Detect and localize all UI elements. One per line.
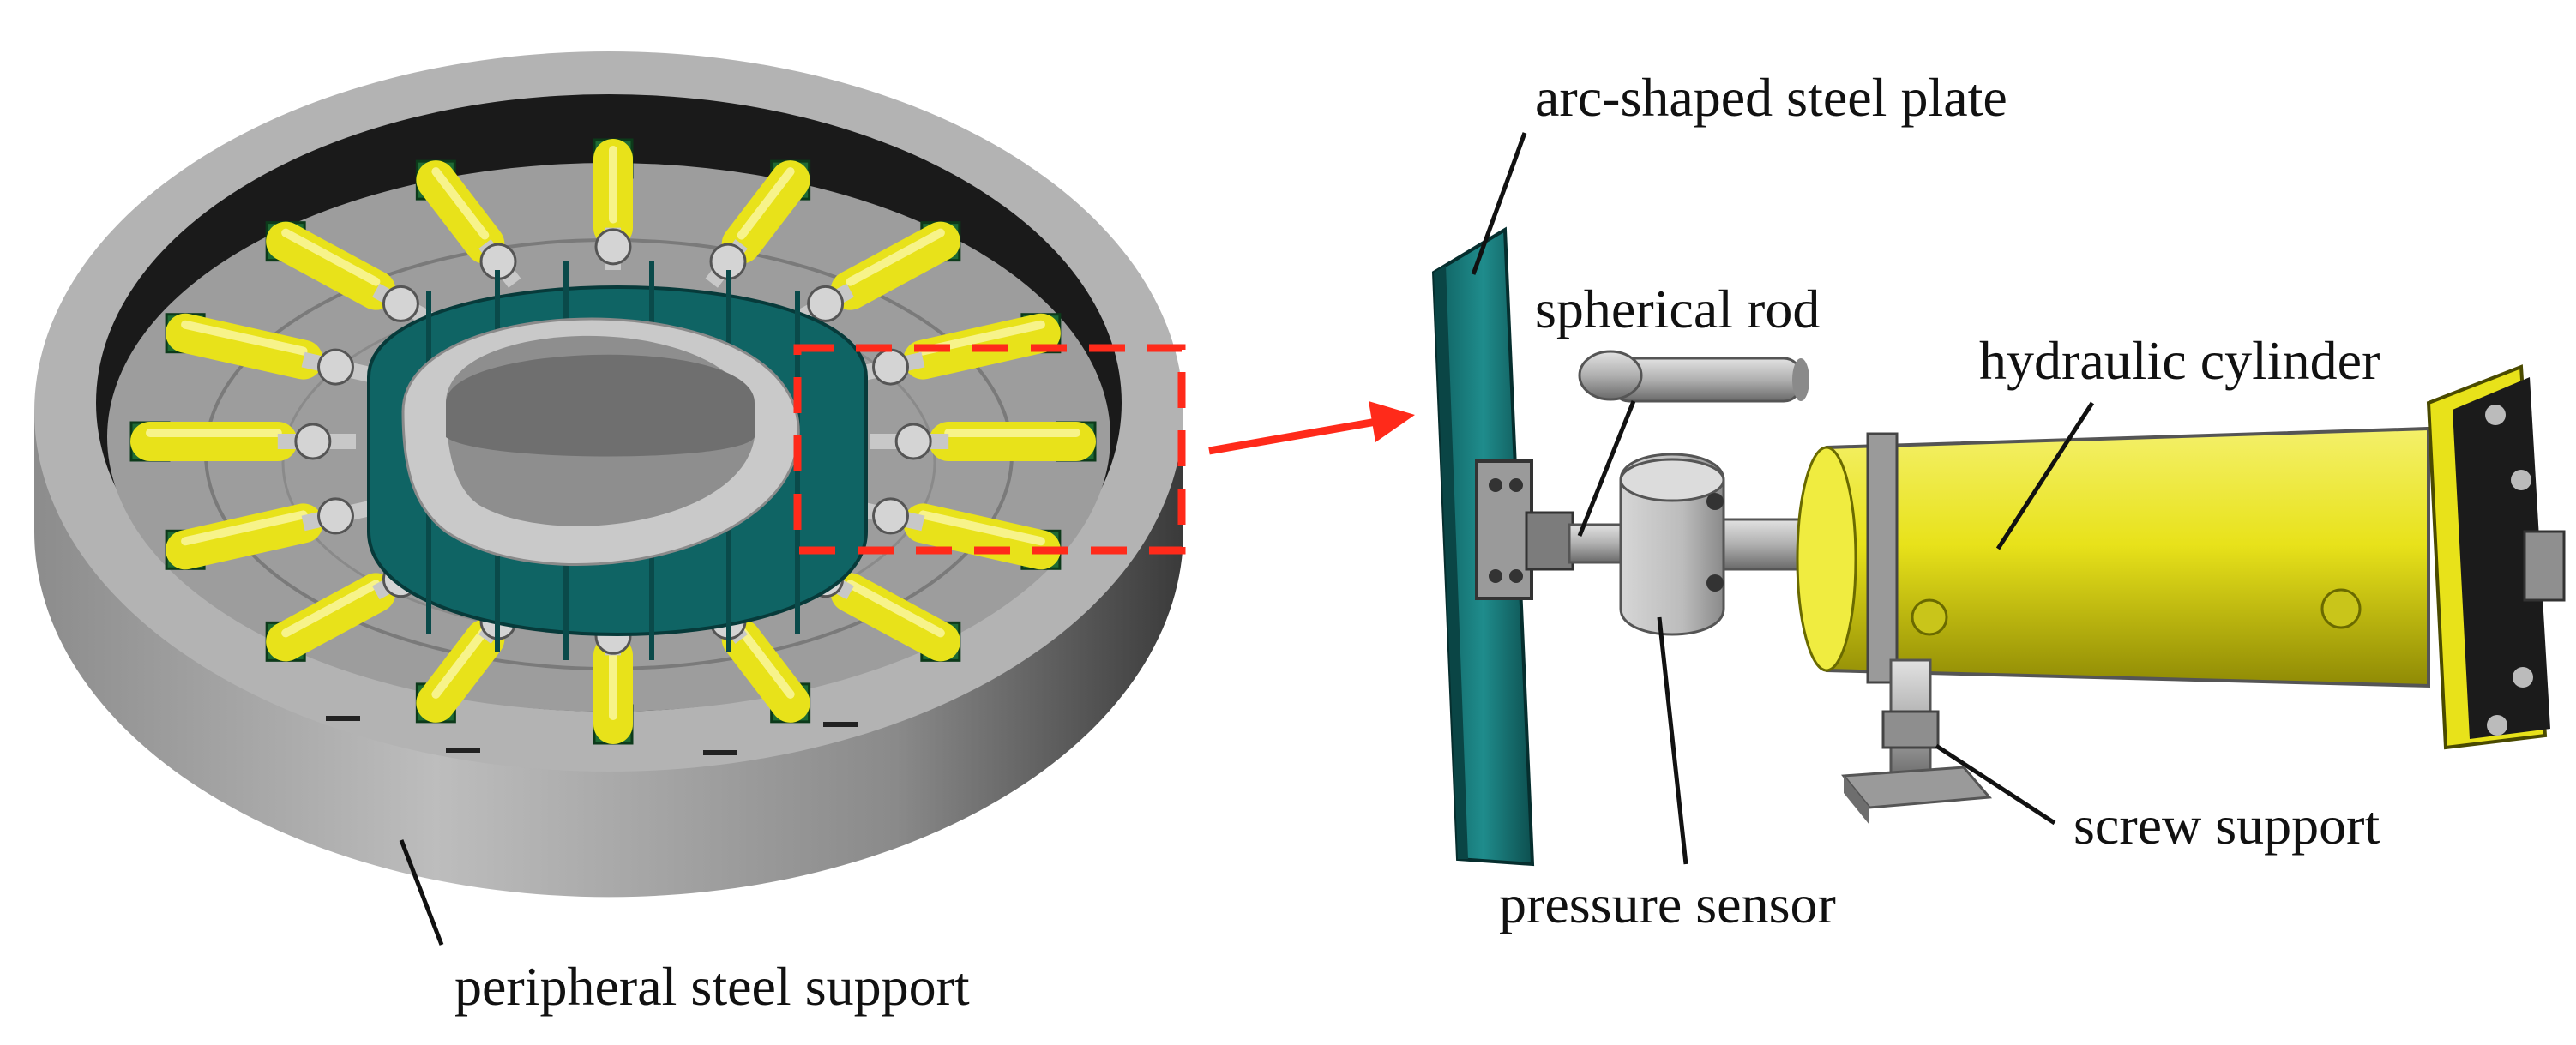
- label-pressure-sensor: pressure sensor: [1499, 874, 1836, 934]
- actuator-highlight: [431, 167, 490, 240]
- label-peripheral-support: peripheral steel support: [454, 956, 970, 1017]
- cylinder-end-flange: [2426, 364, 2566, 750]
- radial-actuator: [593, 138, 634, 270]
- highlight-box: [793, 344, 1186, 555]
- plate-flange: [1475, 459, 1533, 600]
- leader-screw-support: [1935, 743, 2056, 826]
- actuator-cylinder: [166, 503, 323, 570]
- leader-pressure-sensor: [1657, 616, 1688, 865]
- hydraulic-cylinder: [1796, 426, 2430, 688]
- label-screw-support: screw support: [2073, 795, 2380, 856]
- actuator-sensor: [382, 285, 419, 322]
- leader-hydraulic-cylinder: [1995, 401, 2095, 550]
- detail-highlight: [793, 344, 1415, 555]
- actuator-cylinder: [830, 573, 960, 662]
- actuator-sensor: [294, 423, 332, 460]
- screw-support: [1841, 658, 1993, 825]
- actuator-sensor: [316, 497, 354, 535]
- radial-actuator: [129, 421, 356, 462]
- actuator-sensor: [872, 497, 910, 535]
- leader-arc-plate: [1471, 132, 1527, 275]
- actuator-highlight: [737, 626, 795, 699]
- actuator-highlight: [181, 510, 308, 546]
- actuator-cylinder: [266, 573, 396, 662]
- callout-arrow-head: [1369, 401, 1415, 442]
- actuator-highlight: [846, 580, 945, 638]
- actuator-highlight: [281, 580, 381, 638]
- spherical-rod: [1578, 350, 1809, 403]
- actuator-cylinder: [721, 160, 810, 264]
- actuator-highlight: [737, 167, 795, 240]
- actuator-sensor: [316, 348, 354, 386]
- radial-actuator: [165, 313, 377, 386]
- radial-actuator: [705, 159, 811, 288]
- actuator-highlight: [281, 228, 381, 286]
- actuator-cylinder: [416, 160, 505, 264]
- actuator-highlight: [431, 626, 490, 699]
- actuator-highlight: [181, 320, 308, 356]
- radial-actuator: [415, 159, 521, 288]
- leader-lines: [399, 132, 2095, 946]
- radial-actuator: [791, 221, 961, 327]
- radial-actuator: [870, 421, 1097, 462]
- label-arc-plate: arc-shaped steel plate: [1535, 67, 2007, 128]
- actuator-cylinder: [721, 619, 810, 723]
- actuator-sensor: [872, 348, 910, 386]
- actuator-highlight: [846, 228, 945, 286]
- pressure-sensor: [1619, 453, 1820, 636]
- leader-peripheral-support: [399, 839, 444, 946]
- actuator-sensor: [894, 423, 932, 460]
- actuator-highlight: [918, 510, 1045, 546]
- actuator-cylinder: [166, 313, 323, 380]
- label-spherical-rod: spherical rod: [1535, 279, 1820, 339]
- actuator-cylinder: [266, 221, 396, 310]
- label-hydraulic-cylinder: hydraulic cylinder: [1979, 330, 2380, 391]
- actuator-sensor: [594, 228, 632, 266]
- radial-actuator: [265, 221, 436, 327]
- tunnel-model: [367, 261, 868, 660]
- radial-actuator: [165, 497, 377, 570]
- actuator-cylinder: [903, 503, 1061, 570]
- actuator-sensor: [807, 285, 845, 322]
- leader-spherical-rod: [1577, 400, 1636, 537]
- actuator-cylinder: [416, 619, 505, 723]
- actuator-detail: [1431, 226, 2566, 867]
- callout-arrow-shaft: [1208, 417, 1377, 455]
- actuator-cylinder: [830, 221, 960, 310]
- radial-cylinders: [129, 138, 1097, 745]
